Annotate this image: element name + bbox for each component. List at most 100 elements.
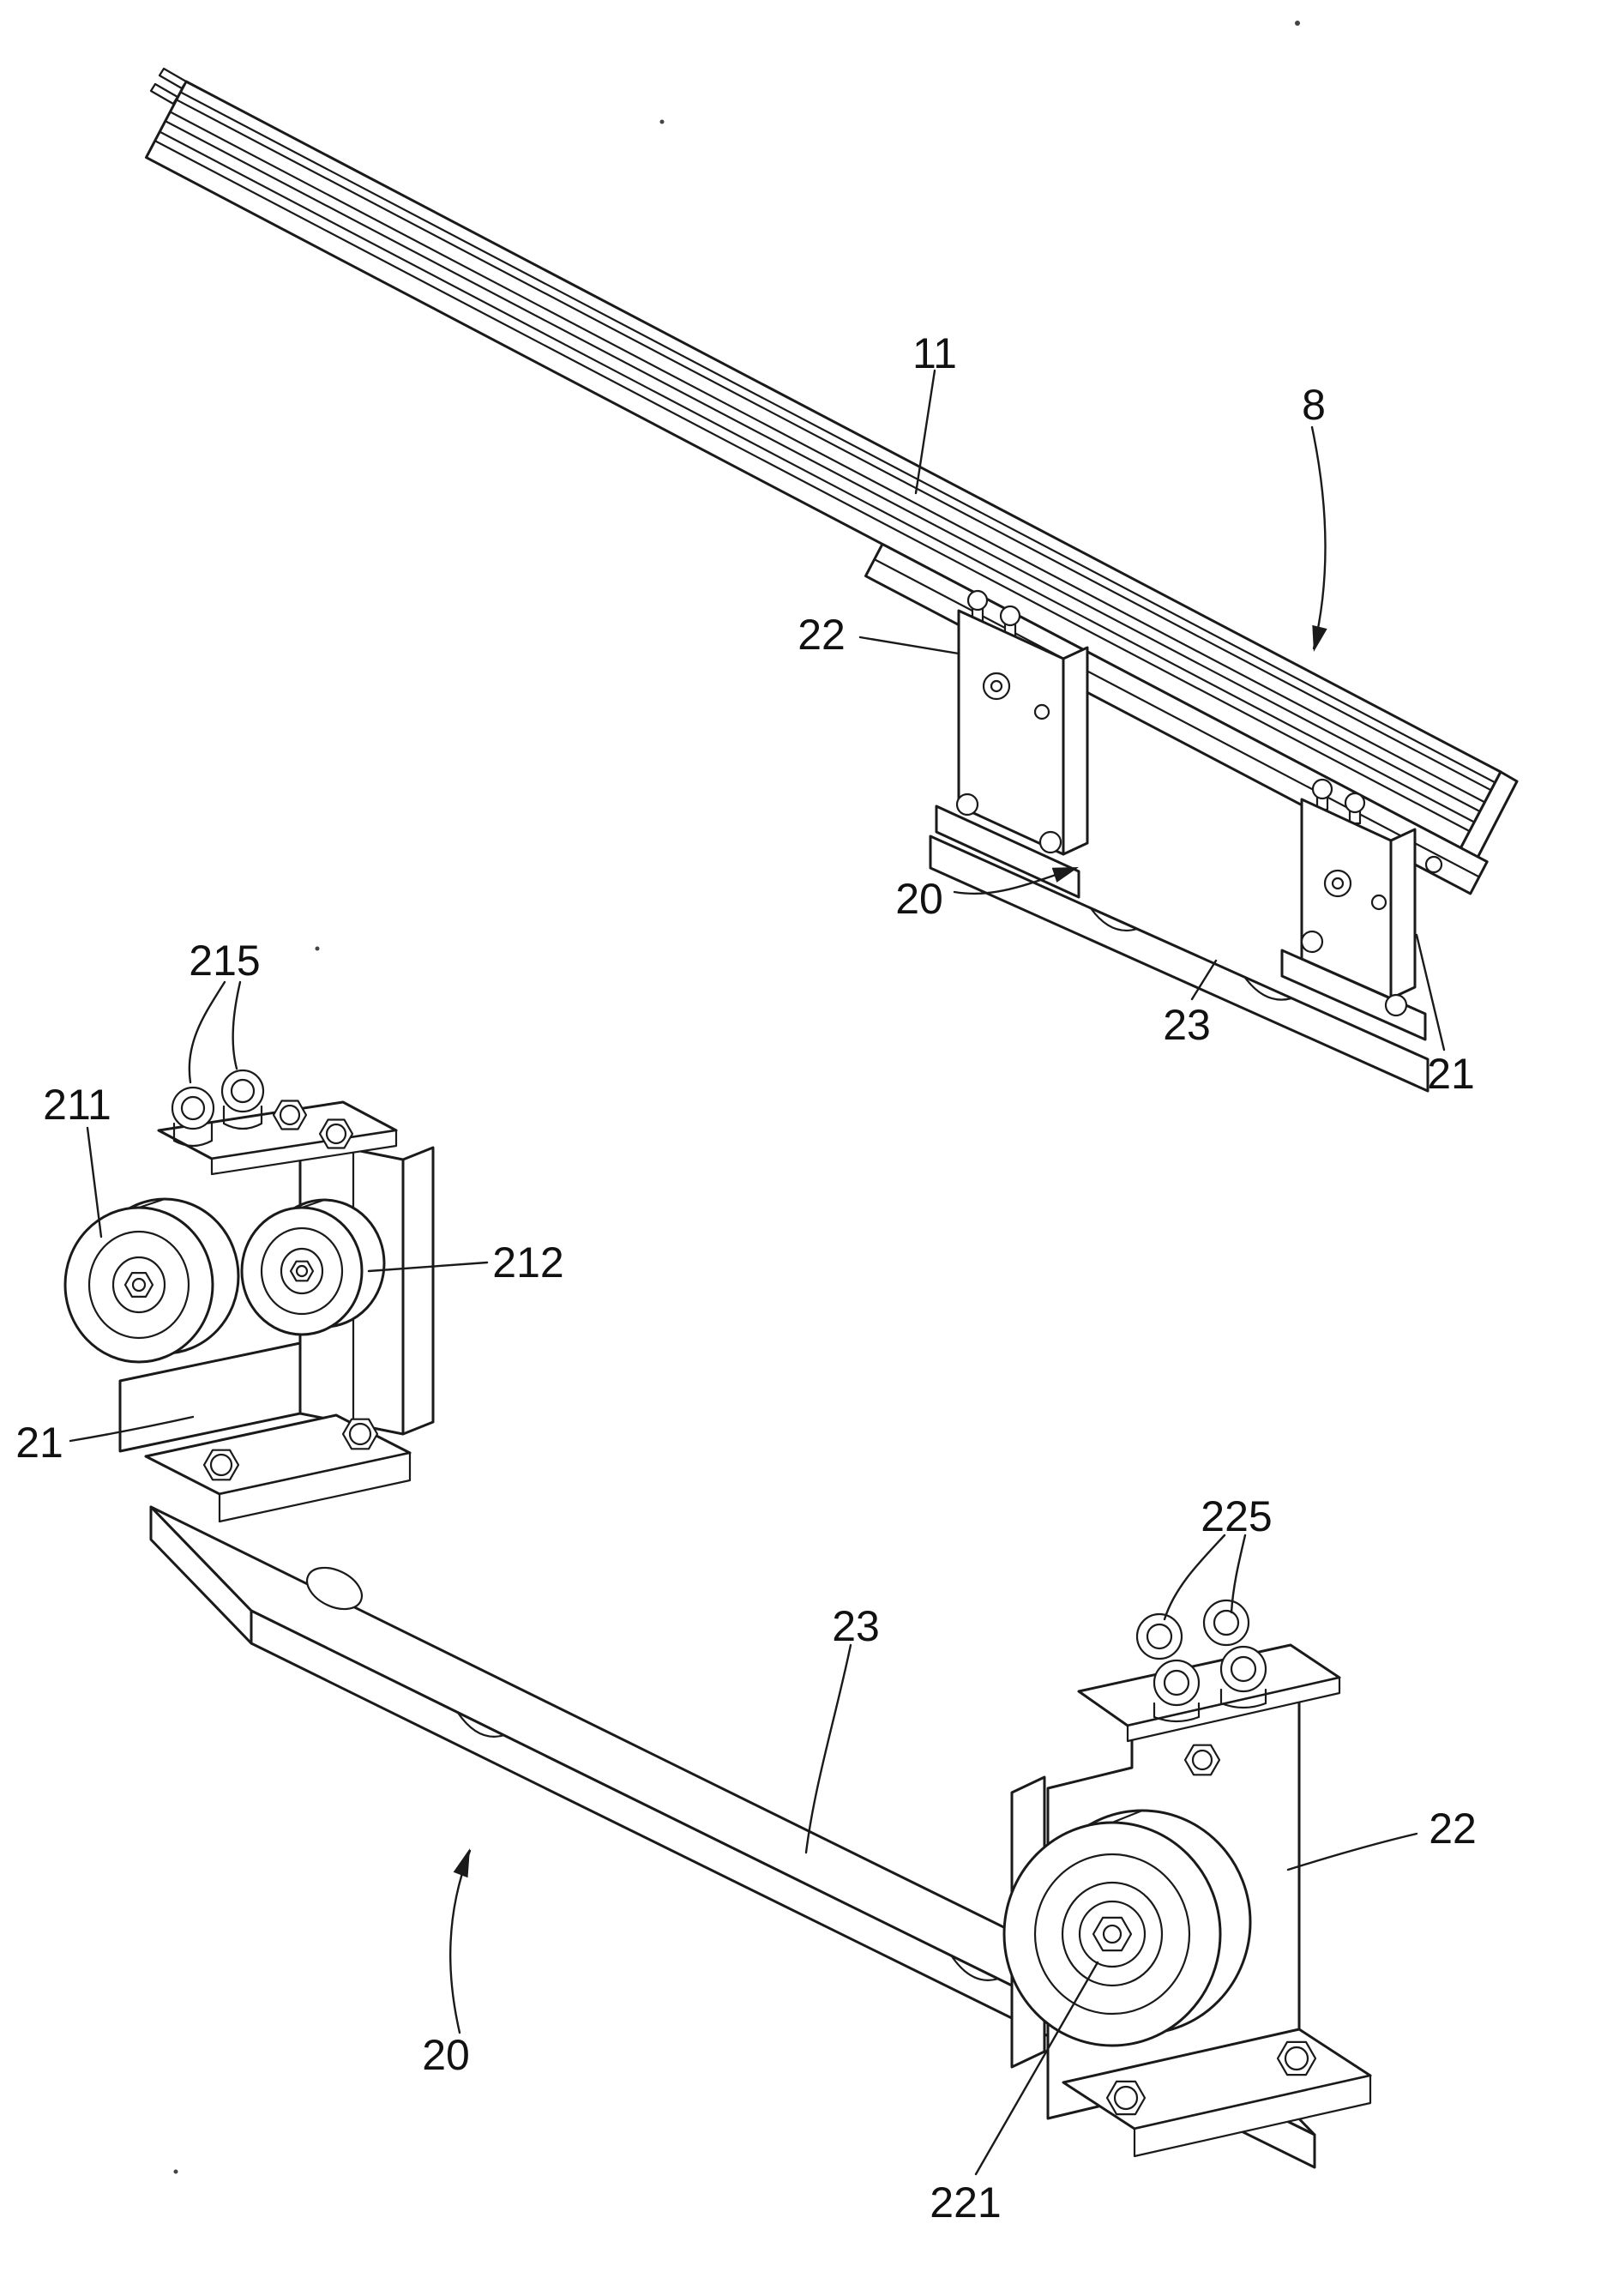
leader-arrow-8 bbox=[1310, 425, 1327, 650]
label-plate-23-top: 23 bbox=[1163, 1001, 1211, 1049]
base-plate-left-end bbox=[149, 1505, 253, 1645]
cap-screw-socket bbox=[1213, 1609, 1240, 1636]
label-bracket-22-top: 22 bbox=[797, 611, 846, 659]
label-screws-215: 215 bbox=[189, 937, 260, 985]
bracket-front-face bbox=[957, 609, 1065, 856]
bracket-base-flange bbox=[1280, 949, 1427, 1041]
roller-axle bbox=[1323, 869, 1352, 898]
leader-line-215 bbox=[232, 980, 242, 1070]
hex-bolt bbox=[1183, 1744, 1221, 1776]
cap-screw-socket bbox=[230, 1078, 256, 1104]
scan-speck bbox=[173, 2169, 178, 2174]
flange-bolt bbox=[1038, 830, 1062, 854]
hex-bolt bbox=[1105, 2080, 1147, 2116]
roller-212 bbox=[240, 1198, 386, 1336]
arrowhead-20-top bbox=[1051, 867, 1079, 883]
bracket-side-face bbox=[1389, 828, 1417, 1000]
cap-screw-socket bbox=[1146, 1623, 1173, 1650]
axle-center bbox=[295, 1264, 309, 1278]
leader-line-225 bbox=[1230, 1534, 1247, 1614]
arrowhead-8 bbox=[1312, 624, 1327, 652]
flange-bolt bbox=[1384, 993, 1408, 1017]
hex-bolt bbox=[202, 1449, 240, 1481]
top-mounting-plate-edge bbox=[1126, 1676, 1341, 1743]
label-rail-11: 11 bbox=[912, 329, 957, 377]
hex-bolt-circle bbox=[348, 1422, 372, 1446]
label-roller-221: 221 bbox=[930, 2178, 1001, 2227]
screw-hole bbox=[1033, 703, 1050, 720]
cap-screw-socket bbox=[1230, 1655, 1257, 1683]
screw-cylinder bbox=[172, 1122, 214, 1148]
carriage-plate-notch bbox=[1089, 907, 1139, 932]
label-carriage-20-top: 20 bbox=[895, 875, 943, 923]
label-rail-assembly-8: 8 bbox=[1302, 381, 1326, 429]
hex-bolt bbox=[318, 1118, 354, 1149]
screw-cylinder bbox=[1219, 1688, 1267, 1709]
bracket-base-flange bbox=[935, 805, 1080, 899]
bracket-upright-side bbox=[401, 1146, 435, 1436]
screw-hole bbox=[1370, 894, 1387, 911]
hex-bolt-circle bbox=[209, 1453, 233, 1477]
leader-line-211 bbox=[86, 1126, 103, 1238]
guide-pin bbox=[1424, 855, 1443, 874]
roller-bracket-22-top bbox=[935, 589, 1089, 899]
roller-bracket-21-bottom bbox=[63, 1069, 435, 1523]
bracket-base-flange-edge bbox=[218, 1451, 412, 1523]
roller-bracket-22-bottom bbox=[1002, 1599, 1372, 2158]
axle-hex-nut bbox=[123, 1271, 154, 1299]
flange-bolt bbox=[955, 792, 979, 817]
screw-cylinder bbox=[1153, 1702, 1201, 1723]
label-screws-225: 225 bbox=[1201, 1492, 1272, 1540]
cap-screw-head bbox=[1202, 1599, 1250, 1647]
leader-line-21-top bbox=[1415, 933, 1446, 1052]
rail-profile-lines bbox=[153, 91, 1496, 833]
leader-line-215 bbox=[188, 980, 226, 1084]
flange-bolt bbox=[1300, 930, 1324, 954]
bolt-head bbox=[999, 605, 1021, 627]
cap-screw-head bbox=[220, 1069, 265, 1113]
cap-screw-socket bbox=[1163, 1669, 1190, 1696]
hex-bolt bbox=[272, 1100, 308, 1130]
roller-axle-center bbox=[990, 679, 1003, 693]
label-roller-211: 211 bbox=[43, 1081, 111, 1129]
carriage-plate-23-top bbox=[929, 835, 1429, 1093]
plate-notch bbox=[950, 1955, 1000, 1981]
axle-hex-nut bbox=[289, 1260, 315, 1282]
hex-bolt bbox=[1276, 2040, 1317, 2076]
plate-hole bbox=[305, 1566, 364, 1611]
hex-bolt-circle bbox=[1113, 2085, 1139, 2111]
hex-bolt-circle bbox=[279, 1104, 301, 1126]
label-bracket-22-bottom: 22 bbox=[1429, 1805, 1477, 1853]
bottom-assembly: 215 211 212 21 225 23 22 20 221 bbox=[15, 937, 1477, 2227]
cap-screw-head bbox=[1153, 1659, 1201, 1707]
scan-speck bbox=[315, 946, 320, 951]
roller-221 bbox=[1002, 1809, 1252, 2047]
bracket-side-face bbox=[1062, 646, 1089, 856]
label-plate-23-bottom: 23 bbox=[832, 1602, 880, 1650]
bolt-head bbox=[966, 589, 989, 612]
arrowhead-20-bottom bbox=[453, 1848, 470, 1878]
carriage-plate-face bbox=[929, 835, 1429, 1093]
leader-line-22-bottom bbox=[1286, 1832, 1418, 1871]
rail-left-end-tab bbox=[158, 67, 188, 90]
scan-speck bbox=[659, 119, 665, 124]
axle-center bbox=[131, 1277, 147, 1293]
hex-bolt-circle bbox=[1284, 2046, 1309, 2071]
leader-line-212 bbox=[367, 1261, 489, 1273]
axle-center bbox=[1102, 1924, 1122, 1944]
hex-bolt-circle bbox=[1191, 1749, 1213, 1771]
scan-speck bbox=[1295, 21, 1300, 26]
roller-axle-center bbox=[1331, 877, 1345, 890]
leader-line-23-top bbox=[1190, 959, 1218, 1001]
top-assembly: 11 8 22 20 23 21 bbox=[145, 67, 1519, 1098]
cap-screws-225 bbox=[1135, 1599, 1267, 1723]
label-bracket-21-top: 21 bbox=[1427, 1050, 1475, 1098]
roller-axle bbox=[982, 672, 1011, 701]
leader-line-23-bottom bbox=[804, 1643, 852, 1854]
leader-line-221 bbox=[974, 1961, 1099, 2176]
cap-screw-head bbox=[1135, 1612, 1183, 1660]
cap-screw-socket bbox=[180, 1095, 206, 1121]
label-roller-212: 212 bbox=[492, 1238, 563, 1287]
